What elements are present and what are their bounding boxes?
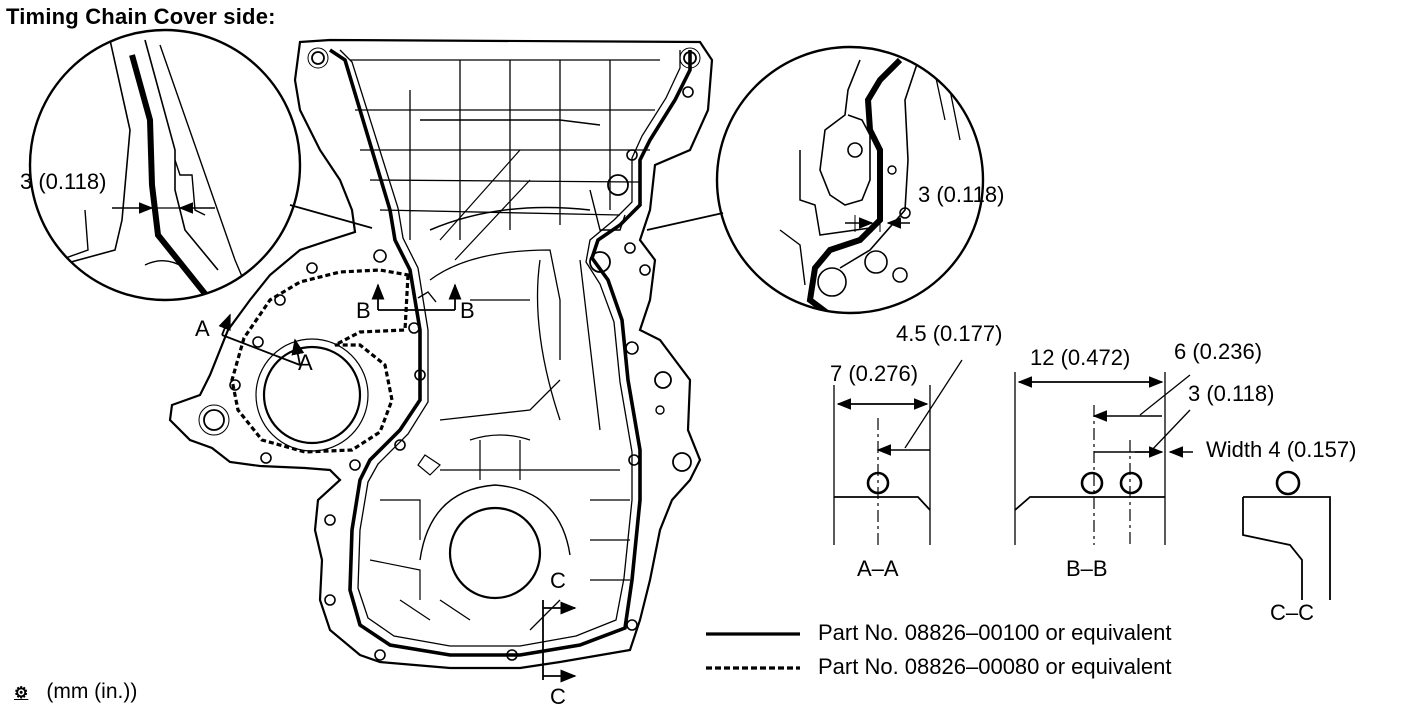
- section-marker-c-bottom: C: [550, 684, 566, 709]
- legend-solid-label: Part No. 08826–00100 or equivalent: [818, 620, 1172, 645]
- legend-dashed-label: Part No. 08826–00080 or equivalent: [818, 654, 1172, 679]
- detail-left-dimension: 3 (0.118): [20, 169, 107, 194]
- section-marker-b-right: B: [460, 298, 475, 323]
- section-cut-markers: [218, 283, 577, 683]
- section-aa-drawing: [833, 359, 963, 545]
- aa-label: A–A: [857, 556, 899, 581]
- detail-right: [646, 45, 985, 315]
- bb-dim-offset: 6 (0.236): [1174, 339, 1263, 364]
- bb-label: B–B: [1066, 556, 1108, 581]
- aa-dim-total: 7 (0.276): [830, 361, 919, 386]
- section-cc-drawing: [1242, 470, 1331, 600]
- page-title: Timing Chain Cover side:: [6, 4, 276, 29]
- section-marker-b-left: B: [356, 298, 371, 323]
- section-marker-a-right: A: [298, 350, 313, 375]
- gear-icon: ⚙: [14, 685, 29, 702]
- bb-dim-spacing: 3 (0.118): [1188, 381, 1275, 406]
- detail-right-dimension: 3 (0.118): [918, 182, 1005, 207]
- legend-lines: [706, 632, 800, 670]
- detail-left: [28, 28, 373, 302]
- units-label: (mm (in.)): [46, 680, 138, 703]
- section-marker-c-top: C: [550, 568, 566, 593]
- section-bb-drawing: [1014, 372, 1193, 545]
- bb-dim-width: Width 4 (0.157): [1206, 437, 1357, 462]
- timing-chain-cover: [168, 38, 714, 670]
- cc-label: C–C: [1270, 600, 1315, 625]
- units-note: ⚙ (mm (in.)): [14, 680, 137, 704]
- section-marker-a-left: A: [195, 316, 210, 341]
- bb-dim-total: 12 (0.472): [1030, 345, 1131, 370]
- aa-dim-offset: 4.5 (0.177): [896, 321, 1003, 346]
